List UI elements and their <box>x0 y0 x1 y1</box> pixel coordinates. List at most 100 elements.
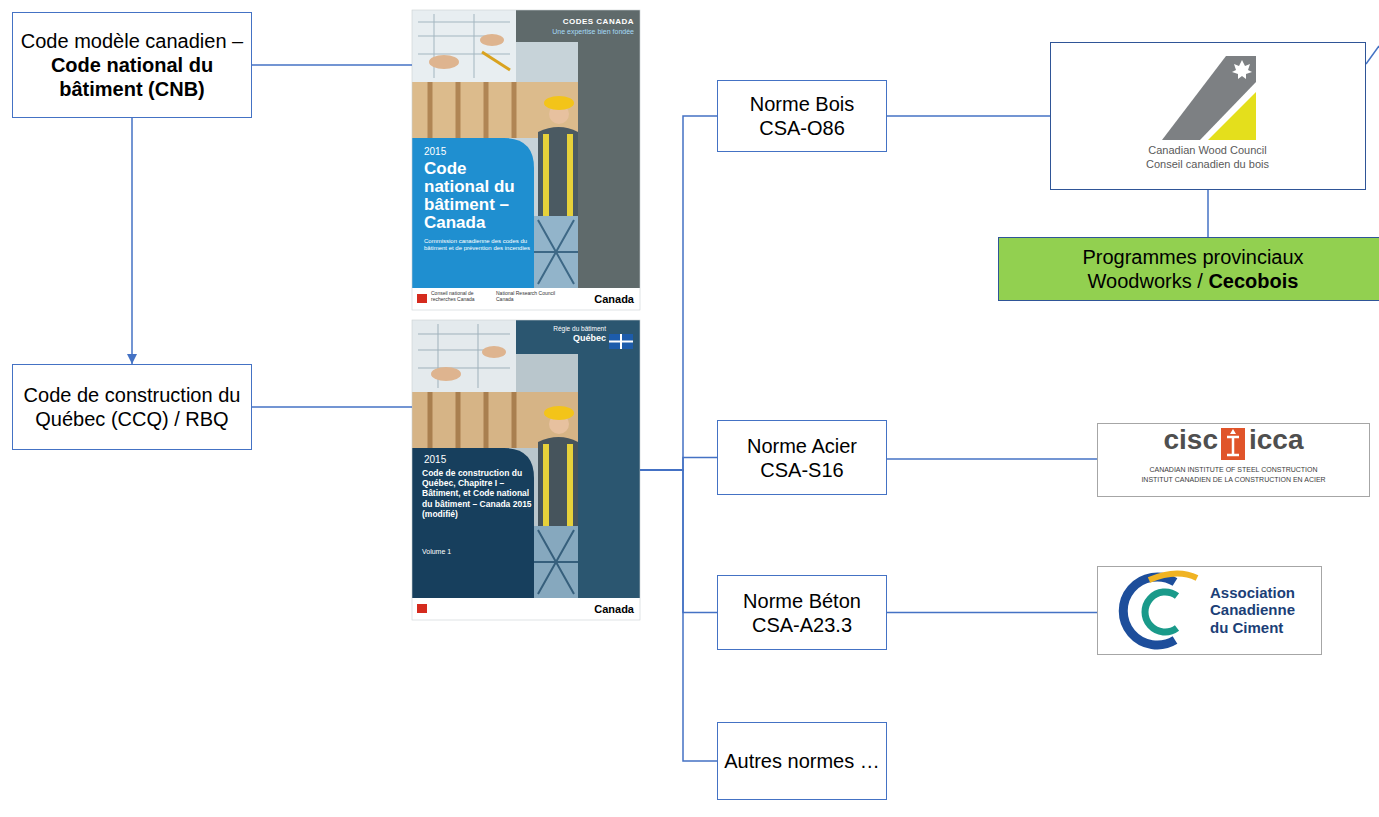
text-slot: National Research Council Canada <box>496 291 558 303</box>
worker-vest <box>546 444 570 526</box>
cnb-cover-art <box>412 10 640 310</box>
standard-box: Norme Bois CSA-O86 <box>717 80 887 152</box>
logo-text: CANADIAN INSTITUTE OF STEEL CONSTRUCTION <box>1098 466 1369 473</box>
box-label: Norme Béton CSA-A23.3 <box>724 589 880 637</box>
cover-text: CODES CANADA <box>522 17 634 26</box>
logo-text: cisc <box>1112 425 1218 456</box>
steel-frame <box>534 216 578 288</box>
text-slot: Une expertise bien fondée <box>516 28 634 35</box>
quebec-flag-cross <box>609 334 633 349</box>
cac-logo-art <box>1097 566 1322 655</box>
text-slot: icca <box>1249 425 1349 456</box>
text-group: Programmes provinciaux Woodworks / Cecob… <box>1043 245 1343 293</box>
org-logo: Association Canadienne du Ciment <box>1097 566 1322 655</box>
cwc-logo-art <box>1050 42 1366 190</box>
cover-text: Québec <box>516 333 606 343</box>
cover-photo <box>412 320 578 598</box>
connector-line <box>252 406 412 408</box>
text-slot: Commission canadienne des codes du bâtim… <box>424 238 532 252</box>
wood-studs <box>430 392 514 448</box>
logo-text: Canadian Wood Council <box>1051 144 1364 156</box>
text-group: Code de construction du Québec (CCQ) / R… <box>19 383 245 431</box>
text-slot: Régie du bâtiment <box>516 325 606 332</box>
flag-mark <box>417 604 427 613</box>
cover-text: Commission canadienne des codes du bâtim… <box>424 238 532 252</box>
text-slot: Québec <box>516 333 606 343</box>
blueprint-lines <box>418 14 510 78</box>
worker-vest <box>546 134 570 216</box>
cover-text: National Research Council Canada <box>496 291 558 303</box>
logo-ground <box>1097 423 1370 497</box>
text-slot: CANADIAN INSTITUTE OF STEEL CONSTRUCTION <box>1098 466 1369 473</box>
logo-ground <box>1050 42 1366 190</box>
text-slot: Canada <box>572 293 634 305</box>
steel-frame <box>534 526 578 598</box>
cover-ground <box>412 320 640 620</box>
cover-edge <box>412 320 640 620</box>
box-label: Autres normes … <box>724 749 880 773</box>
text-slot: Code national du bâtiment – Canada <box>424 160 532 231</box>
maple-leaf <box>1232 60 1252 79</box>
cover-text: Code de construction du Québec, Chapitre… <box>422 468 532 519</box>
hand <box>482 346 506 358</box>
text-slot: Code de construction du Québec, Chapitre… <box>422 468 532 519</box>
cover-footer <box>412 598 640 620</box>
logo-text: Conseil canadien du bois <box>1051 158 1364 170</box>
blueprint <box>412 10 516 82</box>
connector-line <box>887 612 1097 614</box>
cut-line <box>1366 46 1379 64</box>
box-label: Code national du bâtiment (CNB) <box>19 53 245 101</box>
cover-text: Régie du bâtiment <box>516 325 606 332</box>
book-cover: CODES CANADA Une expertise bien fondée 201… <box>412 10 640 310</box>
logo-arc-teal <box>1145 592 1177 632</box>
text-slot: CODES CANADA <box>522 17 634 26</box>
hand <box>431 367 461 381</box>
cover-panel <box>412 138 534 288</box>
cover-panel <box>412 448 534 598</box>
hard-hat <box>544 406 574 420</box>
steel-members <box>534 220 578 284</box>
cover-text: Code national du bâtiment – Canada <box>424 160 532 231</box>
program-box: Programmes provinciaux Woodworks / Cecob… <box>998 237 1379 301</box>
text-group: Autres normes … <box>724 749 880 773</box>
box-label: Cecobois <box>1208 270 1298 292</box>
connector-line <box>640 116 717 470</box>
code-box: Code modèle canadien –Code national du b… <box>12 12 252 118</box>
connector-line <box>887 458 1097 460</box>
connector-line <box>252 64 412 66</box>
logo-icon <box>1221 428 1245 460</box>
book-cover: Régie du bâtimentQuébec 2015Code de const… <box>412 320 640 620</box>
worker-body <box>538 127 578 216</box>
pencil <box>482 52 510 70</box>
cover-text: Canada <box>572 603 634 615</box>
connector-line <box>131 118 133 364</box>
cover-edge <box>412 10 640 310</box>
cover-text: 2015 <box>424 146 504 157</box>
steel-members <box>534 530 578 594</box>
worker-body <box>538 437 578 526</box>
logo-text: INSTITUT CANADIEN DE LA CONSTRUCTION EN … <box>1098 476 1369 483</box>
box-label: Norme Bois CSA-O86 <box>724 92 880 140</box>
connector-line <box>640 458 717 471</box>
standard-box: Norme Acier CSA-S16 <box>717 420 887 495</box>
cover-text: Conseil national de recherches Canada <box>431 291 493 303</box>
ccq-cover-art <box>412 320 640 620</box>
text-slot: Conseil national de recherches Canada <box>431 291 493 303</box>
logo-ground <box>1097 566 1322 655</box>
cisc-logo-art <box>1097 423 1370 497</box>
code-box: Code de construction du Québec (CCQ) / R… <box>12 364 252 450</box>
flag-mark <box>417 294 427 303</box>
connector-line <box>640 470 717 613</box>
text-slot: Volume 1 <box>422 548 522 555</box>
box-label: Code modèle canadien – <box>19 29 245 53</box>
text-slot: INSTITUT CANADIEN DE LA CONSTRUCTION EN … <box>1098 476 1369 483</box>
logo-wedge <box>1208 92 1256 140</box>
text-group: Norme Béton CSA-A23.3 <box>724 589 880 637</box>
leaf-icon <box>1230 429 1236 434</box>
text-slot: 2015 <box>424 454 504 465</box>
blueprint <box>412 320 516 392</box>
cover-text: 2015 <box>424 454 504 465</box>
wood-studs <box>430 82 514 138</box>
connector-line <box>1207 190 1209 237</box>
